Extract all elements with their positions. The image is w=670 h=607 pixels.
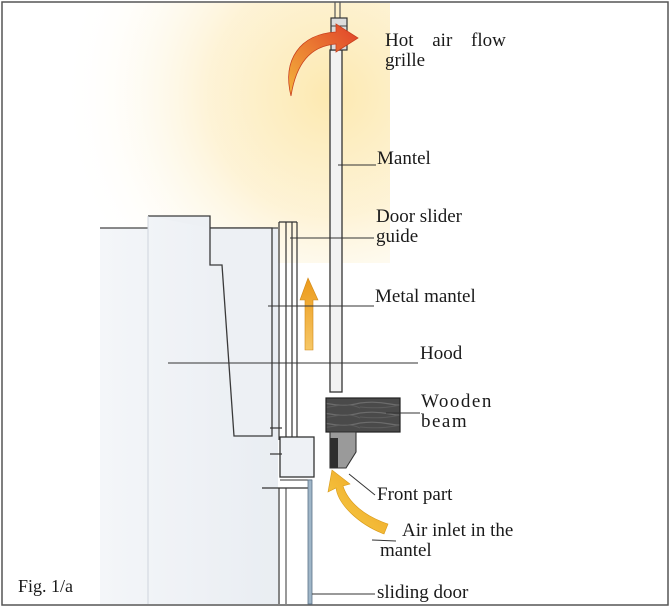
leader-front-part: [348, 473, 376, 496]
label-hood: Hood: [420, 343, 463, 364]
label-metal-mantel: Metal mantel: [375, 286, 476, 307]
label-front-part: Front part: [377, 484, 453, 505]
label-air-inlet: Air inlet in the mantel: [380, 520, 514, 561]
label-wooden-line1: Wooden: [421, 391, 493, 412]
hood-block: [148, 215, 273, 437]
rising-air-arrow: [299, 277, 319, 351]
label-wooden-line2: beam: [421, 411, 469, 432]
label-door-slider-line1: Door slider: [376, 206, 463, 227]
leader-air-inlet: [371, 539, 397, 542]
figure-label: Fig. 1/a: [18, 576, 74, 596]
label-mantel: Mantel: [377, 148, 431, 169]
label-hot-air-line2: grille: [385, 50, 426, 71]
hot-air-arrow: [288, 23, 359, 97]
front-frame-box: [279, 436, 315, 478]
label-door-slider-line2: guide: [376, 226, 419, 247]
wooden-beam: [325, 397, 401, 433]
label-hot-air-flow-grille: Hot air flow grille: [385, 31, 506, 71]
air-inlet-arrow: [327, 469, 389, 535]
sliding-door-glass: [307, 479, 313, 605]
front-part-dark: [330, 438, 338, 468]
label-wooden-beam: Wooden beam: [421, 392, 493, 432]
mantel-board: [329, 49, 343, 393]
label-air-inlet-line2: mantel: [380, 540, 432, 561]
label-door-slider-guide: Door slider guide: [376, 207, 462, 247]
label-sliding-door: sliding door: [377, 582, 469, 603]
label-hot-air-line1: Hot air flow: [385, 30, 506, 51]
label-air-inlet-line1: Air inlet in the: [402, 520, 514, 541]
